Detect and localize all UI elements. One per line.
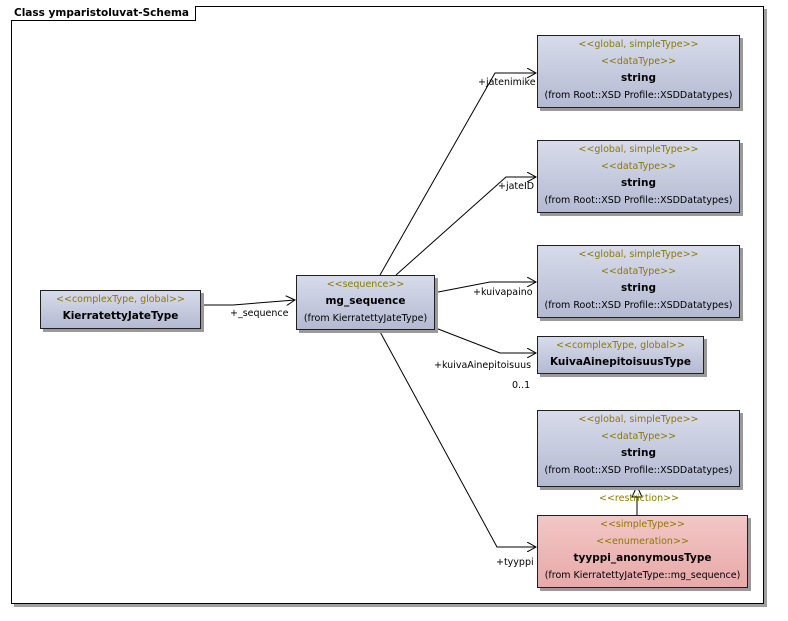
assoc-sequence (200, 300, 295, 305)
class-namespace: (from Root::XSD Profile::XSDDatatypes) (544, 90, 733, 101)
stereotype-label: <<dataType>> (600, 56, 677, 67)
role-label-kuivaainepitoisuus: +kuivaAinepitoisuus (434, 360, 532, 371)
stereotype-label: <<dataType>> (600, 266, 677, 277)
class-namespace: (from Root::XSD Profile::XSDDatatypes) (544, 300, 733, 311)
class-name: mg_sequence (325, 295, 406, 307)
assoc-kuivaAinepitoisuus (432, 326, 536, 353)
assoc-jatenimike (379, 73, 536, 276)
restriction-arrowhead (631, 484, 643, 498)
class-name: KierratettyJateType (62, 310, 179, 322)
stereotype-label: <<global, simpleType>> (578, 249, 699, 260)
restriction-label: <<restriction>> (599, 493, 680, 504)
class-string-3[interactable]: <<global, simpleType>> <<dataType>> stri… (537, 245, 740, 318)
class-name: string (620, 177, 657, 189)
stereotype-label: <<simpleType>> (599, 519, 686, 530)
class-string-2[interactable]: <<global, simpleType>> <<dataType>> stri… (537, 140, 740, 213)
class-name: string (620, 72, 657, 84)
stereotype-label: <<enumeration>> (596, 536, 689, 547)
class-tyyppi-anonymoustype[interactable]: <<simpleType>> <<enumeration>> tyyppi_an… (537, 515, 748, 588)
class-name: string (620, 447, 657, 459)
stereotype-label: <<global, simpleType>> (578, 39, 699, 50)
stereotype-label: <<global, simpleType>> (578, 144, 699, 155)
stereotype-label: <<dataType>> (600, 431, 677, 442)
stereotype-label: <<dataType>> (600, 161, 677, 172)
class-string-1[interactable]: <<global, simpleType>> <<dataType>> stri… (537, 35, 740, 108)
diagram-title: Class ymparistoluvat-Schema (11, 6, 196, 21)
class-name: tyyppi_anonymousType (573, 552, 712, 564)
class-mg-sequence[interactable]: <<sequence>> mg_sequence (from Kierratet… (296, 275, 435, 330)
assoc-kuivapaino (432, 282, 536, 294)
role-label-tyyppi: +tyyppi (496, 557, 534, 568)
role-label-sequence: +_sequence (230, 308, 289, 319)
assoc-tyyppi (377, 327, 536, 547)
class-namespace: (from KierratettyJateType::mg_sequence) (544, 570, 741, 581)
class-kierratettyjatetype[interactable]: <<complexType, global>> KierratettyJateT… (40, 290, 201, 329)
stereotype-label: <<sequence>> (326, 279, 405, 290)
stereotype-label: <<complexType, global>> (556, 340, 685, 351)
class-kuivaainepitoisuustype[interactable]: <<complexType, global>> KuivaAinepitoisu… (537, 336, 704, 374)
class-string-4[interactable]: <<global, simpleType>> <<dataType>> stri… (537, 410, 740, 487)
class-name: string (620, 282, 657, 294)
role-label-jateid: +jateID (498, 181, 535, 192)
class-namespace: (from Root::XSD Profile::XSDDatatypes) (544, 465, 733, 476)
role-label-jatenimike: +jatenimike (478, 77, 536, 88)
multiplicity-label: 0..1 (512, 380, 531, 391)
role-label-kuivapaino: +kuivapaino (473, 287, 533, 298)
class-name: KuivaAinepitoisuusType (549, 356, 692, 368)
stereotype-label: <<complexType, global>> (56, 294, 185, 305)
stereotype-label: <<global, simpleType>> (578, 414, 699, 425)
class-namespace: (from KierratettyJateType) (303, 313, 428, 324)
assoc-jateID (395, 177, 536, 276)
class-namespace: (from Root::XSD Profile::XSDDatatypes) (544, 195, 733, 206)
